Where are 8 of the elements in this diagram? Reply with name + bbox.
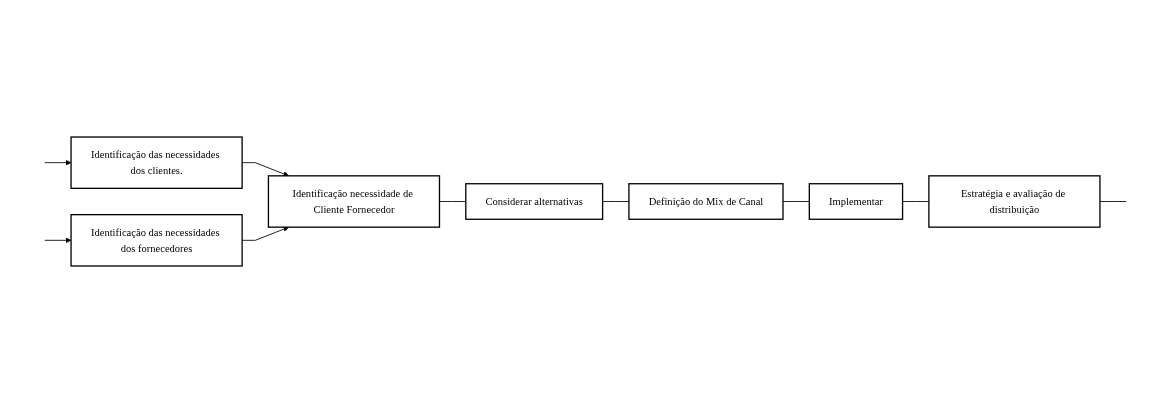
node-box: Considerar alternativas	[465, 183, 604, 220]
connector	[1099, 201, 1127, 202]
node-box: Identificação das necessidades dos clientes.	[70, 136, 243, 189]
node-box: Implementar	[808, 183, 904, 220]
node-box: Identificação das necessidades dos fornecedores	[70, 214, 243, 267]
node-box: Estratégia e avaliação de distribuição	[928, 175, 1101, 228]
node-box: Identificação necessidade de Cliente Fornecedor	[267, 175, 441, 228]
node-box: Definição do Mix de Canal	[628, 183, 784, 220]
